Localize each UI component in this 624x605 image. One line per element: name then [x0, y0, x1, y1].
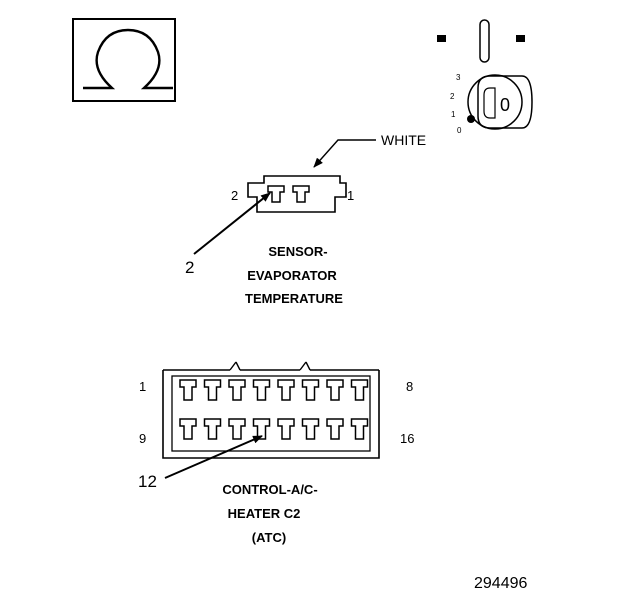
sensor-callout-label: 2 — [185, 258, 194, 277]
terminal-cavity-5 — [277, 379, 295, 401]
ignition-position-2: 2 — [450, 92, 455, 101]
sensor-name-line-1: SENSOR- — [268, 244, 327, 259]
control-name-line-1: CONTROL-A/C- — [222, 482, 317, 497]
ignition-key-label: 0 — [500, 95, 510, 115]
control-callout-arrow — [164, 435, 263, 479]
terminal-cavity-7 — [326, 379, 344, 401]
terminal-cavity-11 — [228, 418, 246, 440]
ignition-position-0: 0 — [457, 126, 462, 135]
control-callout-label: 12 — [138, 472, 157, 491]
sensor-pin-1-label: 1 — [347, 188, 354, 203]
ignition-switch-icon: 0 3 2 1 0 — [437, 19, 533, 135]
ohmmeter-icon: Ω — [72, 18, 176, 102]
terminal-cavity-6 — [301, 379, 320, 401]
control-name-line-3: (ATC) — [252, 530, 286, 545]
figure-number: 294496 — [474, 575, 527, 592]
ignition-position-3: 3 — [456, 73, 461, 82]
terminal-cavity-8 — [350, 379, 369, 401]
sensor-connector: 2 1 WHITE 2 SENSOR- EVAPORATOR TEMPERATU… — [185, 132, 426, 306]
control-pin-8-label: 8 — [406, 379, 413, 394]
terminal-cavity-10 — [203, 418, 222, 440]
connector-pin-grid — [179, 379, 369, 440]
terminal-cavity-2 — [203, 379, 222, 401]
terminal-cavity-4 — [252, 379, 271, 401]
terminal-cavity-1 — [179, 379, 197, 401]
terminal-cavity-16 — [350, 418, 369, 440]
wire-color-leader — [313, 139, 376, 168]
sensor-name-line-2: EVAPORATOR — [247, 268, 337, 283]
wire-color-label: WHITE — [381, 132, 426, 148]
terminal-cavity-13 — [277, 418, 295, 440]
ignition-position-1: 1 — [451, 110, 456, 119]
terminal-cavity-9 — [179, 418, 197, 440]
control-connector: 1 8 9 16 12 CONTROL-A/C- HEATER C2 (ATC) — [138, 361, 414, 545]
terminal-cavity-14 — [301, 418, 320, 440]
sensor-pin-2-label: 2 — [231, 188, 238, 203]
control-pin-1-label: 1 — [139, 379, 146, 394]
sensor-name-line-3: TEMPERATURE — [245, 291, 343, 306]
terminal-cavity-15 — [326, 418, 344, 440]
terminal-cavity-12 — [252, 418, 271, 440]
control-name-line-2: HEATER C2 — [228, 506, 301, 521]
control-pin-9-label: 9 — [139, 431, 146, 446]
control-pin-16-label: 16 — [400, 431, 414, 446]
sensor-callout-arrow — [193, 192, 271, 255]
terminal-cavity-3 — [228, 379, 246, 401]
